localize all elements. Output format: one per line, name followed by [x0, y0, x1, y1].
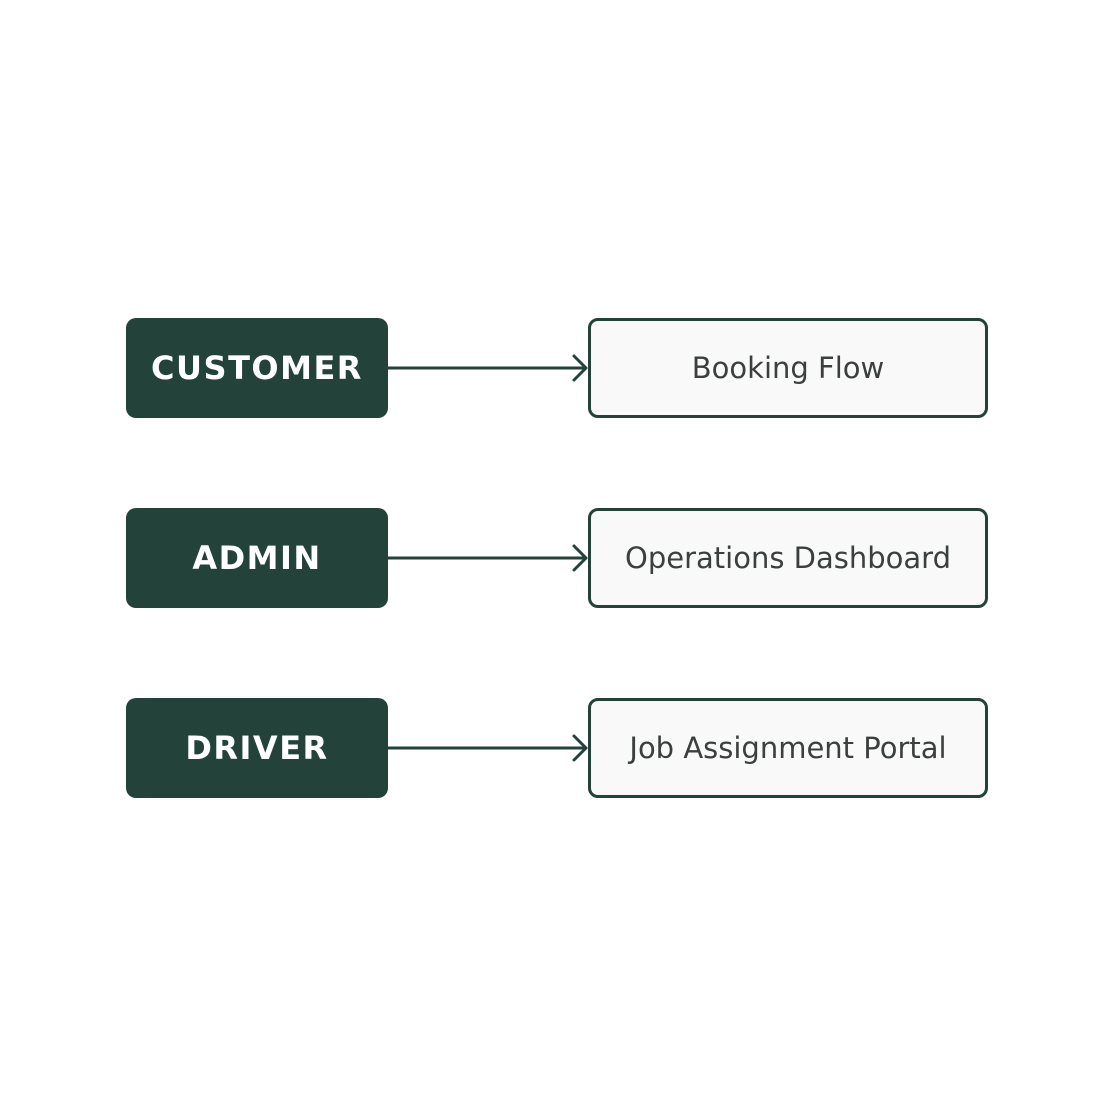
- role-label-driver: DRIVER: [185, 729, 329, 767]
- role-box-customer: CUSTOMER: [126, 318, 388, 418]
- target-label-job-assignment-portal: Job Assignment Portal: [629, 731, 947, 765]
- diagram-row-customer: CUSTOMER Booking Flow: [126, 318, 988, 418]
- target-label-booking-flow: Booking Flow: [691, 351, 885, 385]
- target-box-job-assignment-portal: Job Assignment Portal: [588, 698, 988, 798]
- arrow-connector-customer: [388, 354, 588, 382]
- target-box-booking-flow: Booking Flow: [588, 318, 988, 418]
- role-label-customer: CUSTOMER: [151, 349, 363, 387]
- role-box-driver: DRIVER: [126, 698, 388, 798]
- role-box-admin: ADMIN: [126, 508, 388, 608]
- diagram-row-admin: ADMIN Operations Dashboard: [126, 508, 988, 608]
- target-label-operations-dashboard: Operations Dashboard: [625, 541, 951, 575]
- arrow-connector-admin: [388, 544, 588, 572]
- arrow-connector-driver: [388, 734, 588, 762]
- role-label-admin: ADMIN: [192, 539, 322, 577]
- target-box-operations-dashboard: Operations Dashboard: [588, 508, 988, 608]
- diagram-row-driver: DRIVER Job Assignment Portal: [126, 698, 988, 798]
